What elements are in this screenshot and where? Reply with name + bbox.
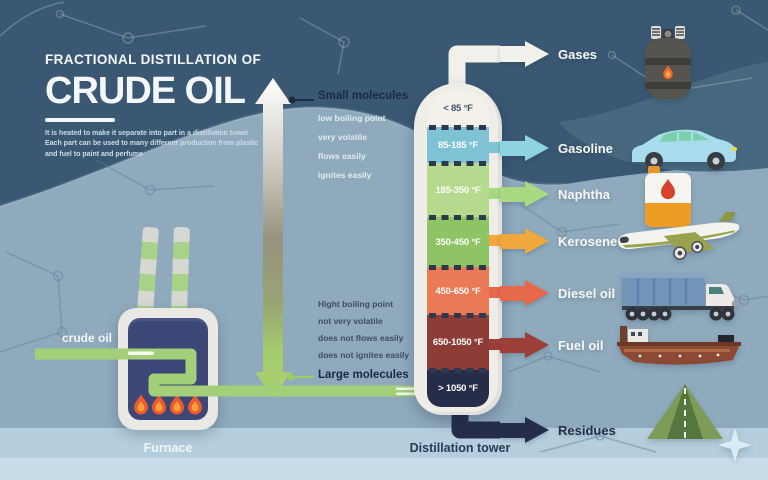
title-kicker: FRACTIONAL DISTILLATION OF [45, 52, 262, 67]
tower-sections: < 85 °F 85-185 °F 185-350 °F 350-450 °F … [427, 90, 489, 407]
residues-arrow: Residues [500, 417, 616, 443]
distillation-tower-caption: Distillation tower [409, 441, 511, 455]
diesel-outlet-stub [489, 287, 503, 298]
tower-section: 85-185 °F [427, 125, 489, 163]
naphtha-arrow: Naphtha [500, 181, 610, 207]
molecule-property: does not flows easily [318, 333, 404, 343]
arrow-head [525, 181, 549, 207]
title-underline [45, 118, 115, 122]
molecule-property: not very volatile [318, 316, 383, 326]
kerosene-outlet-stub [489, 235, 503, 246]
molecule-property: does not ignites easily [318, 350, 410, 360]
large-molecules-label: Large molecules [318, 369, 409, 381]
arrow-head [525, 280, 549, 306]
small-molecules-callout: Small molecules low boiling point very v… [318, 90, 458, 185]
product-label-gasoline: Gasoline [558, 140, 613, 156]
arrow-head [525, 135, 549, 161]
furnace-caption: Furnace [143, 441, 193, 455]
flame-icon [152, 394, 166, 415]
gasoline-arrow: Gasoline [500, 135, 613, 161]
oil-can-icon [645, 166, 691, 227]
gases-outlet-pipe [448, 45, 500, 95]
road-icon [647, 384, 723, 439]
arrow-head [525, 417, 549, 443]
tower-section: 650-1050 °F [427, 313, 489, 370]
flame-icon [188, 394, 202, 415]
truck-icon [622, 274, 738, 321]
product-label-naphtha: Naphtha [558, 186, 610, 202]
product-label-gases: Gases [558, 46, 598, 62]
molecule-property: flows easily [318, 151, 366, 161]
arrow-head [525, 228, 549, 254]
gas-cylinder-icon [645, 26, 691, 99]
airplane-icon [618, 212, 740, 260]
gases-arrow: Gases [500, 41, 597, 67]
title-block: FRACTIONAL DISTILLATION OF CRUDE OIL It … [45, 52, 295, 160]
tower-section: 450-650 °F [427, 265, 489, 315]
subtitle-line: It is heated to make it separate into pa… [45, 129, 249, 137]
product-label-kerosene: Kerosene [558, 233, 618, 249]
tower-section: 350-450 °F [427, 215, 489, 267]
car-icon [632, 129, 737, 170]
crude-oil-label: crude oil [62, 331, 113, 345]
gasoline-outlet-stub [489, 142, 503, 153]
subtitle: It is heated to make it separate into pa… [45, 129, 295, 161]
sparkle-icon [718, 428, 752, 462]
tower-section: 185-350 °F [427, 161, 489, 217]
small-molecules-label: Small molecules [318, 90, 409, 102]
ship-icon [617, 326, 741, 365]
fuel-oil-arrow: Fuel oil [500, 332, 604, 358]
subtitle-line: and fuel to paint and perfume [45, 150, 144, 158]
large-molecules-callout: Hight boiling point not very volatile do… [318, 296, 458, 381]
subtitle-line: Each part can be used to many different … [45, 140, 259, 147]
kerosene-arrow: Kerosene [500, 228, 617, 254]
page-title: CRUDE OIL [45, 70, 246, 112]
product-label-fuel-oil: Fuel oil [558, 337, 604, 353]
product-label-residues: Residues [558, 422, 616, 438]
tower-section: > 1050 °F [427, 368, 489, 407]
molecule-property: Hight boiling point [318, 299, 394, 309]
arrow-head [525, 332, 549, 358]
molecule-size-gradient-arrow [255, 78, 291, 398]
fuel-oil-outlet-stub [489, 339, 503, 350]
furnace [118, 308, 218, 430]
flame-icon [170, 394, 184, 415]
tower-section: < 85 °F [427, 90, 489, 127]
naphtha-outlet-stub [489, 188, 503, 199]
furnace-flames [134, 394, 202, 415]
molecule-property: ignites easily [318, 170, 372, 180]
molecule-property: low boiling point [318, 113, 386, 123]
molecule-property: very volatile [318, 132, 368, 142]
diesel-oil-arrow: Diesel oil [500, 280, 615, 306]
product-label-diesel-oil: Diesel oil [558, 285, 616, 301]
arrow-head [525, 41, 549, 67]
crude-oil-pipe [35, 348, 428, 397]
flame-icon [134, 394, 148, 415]
